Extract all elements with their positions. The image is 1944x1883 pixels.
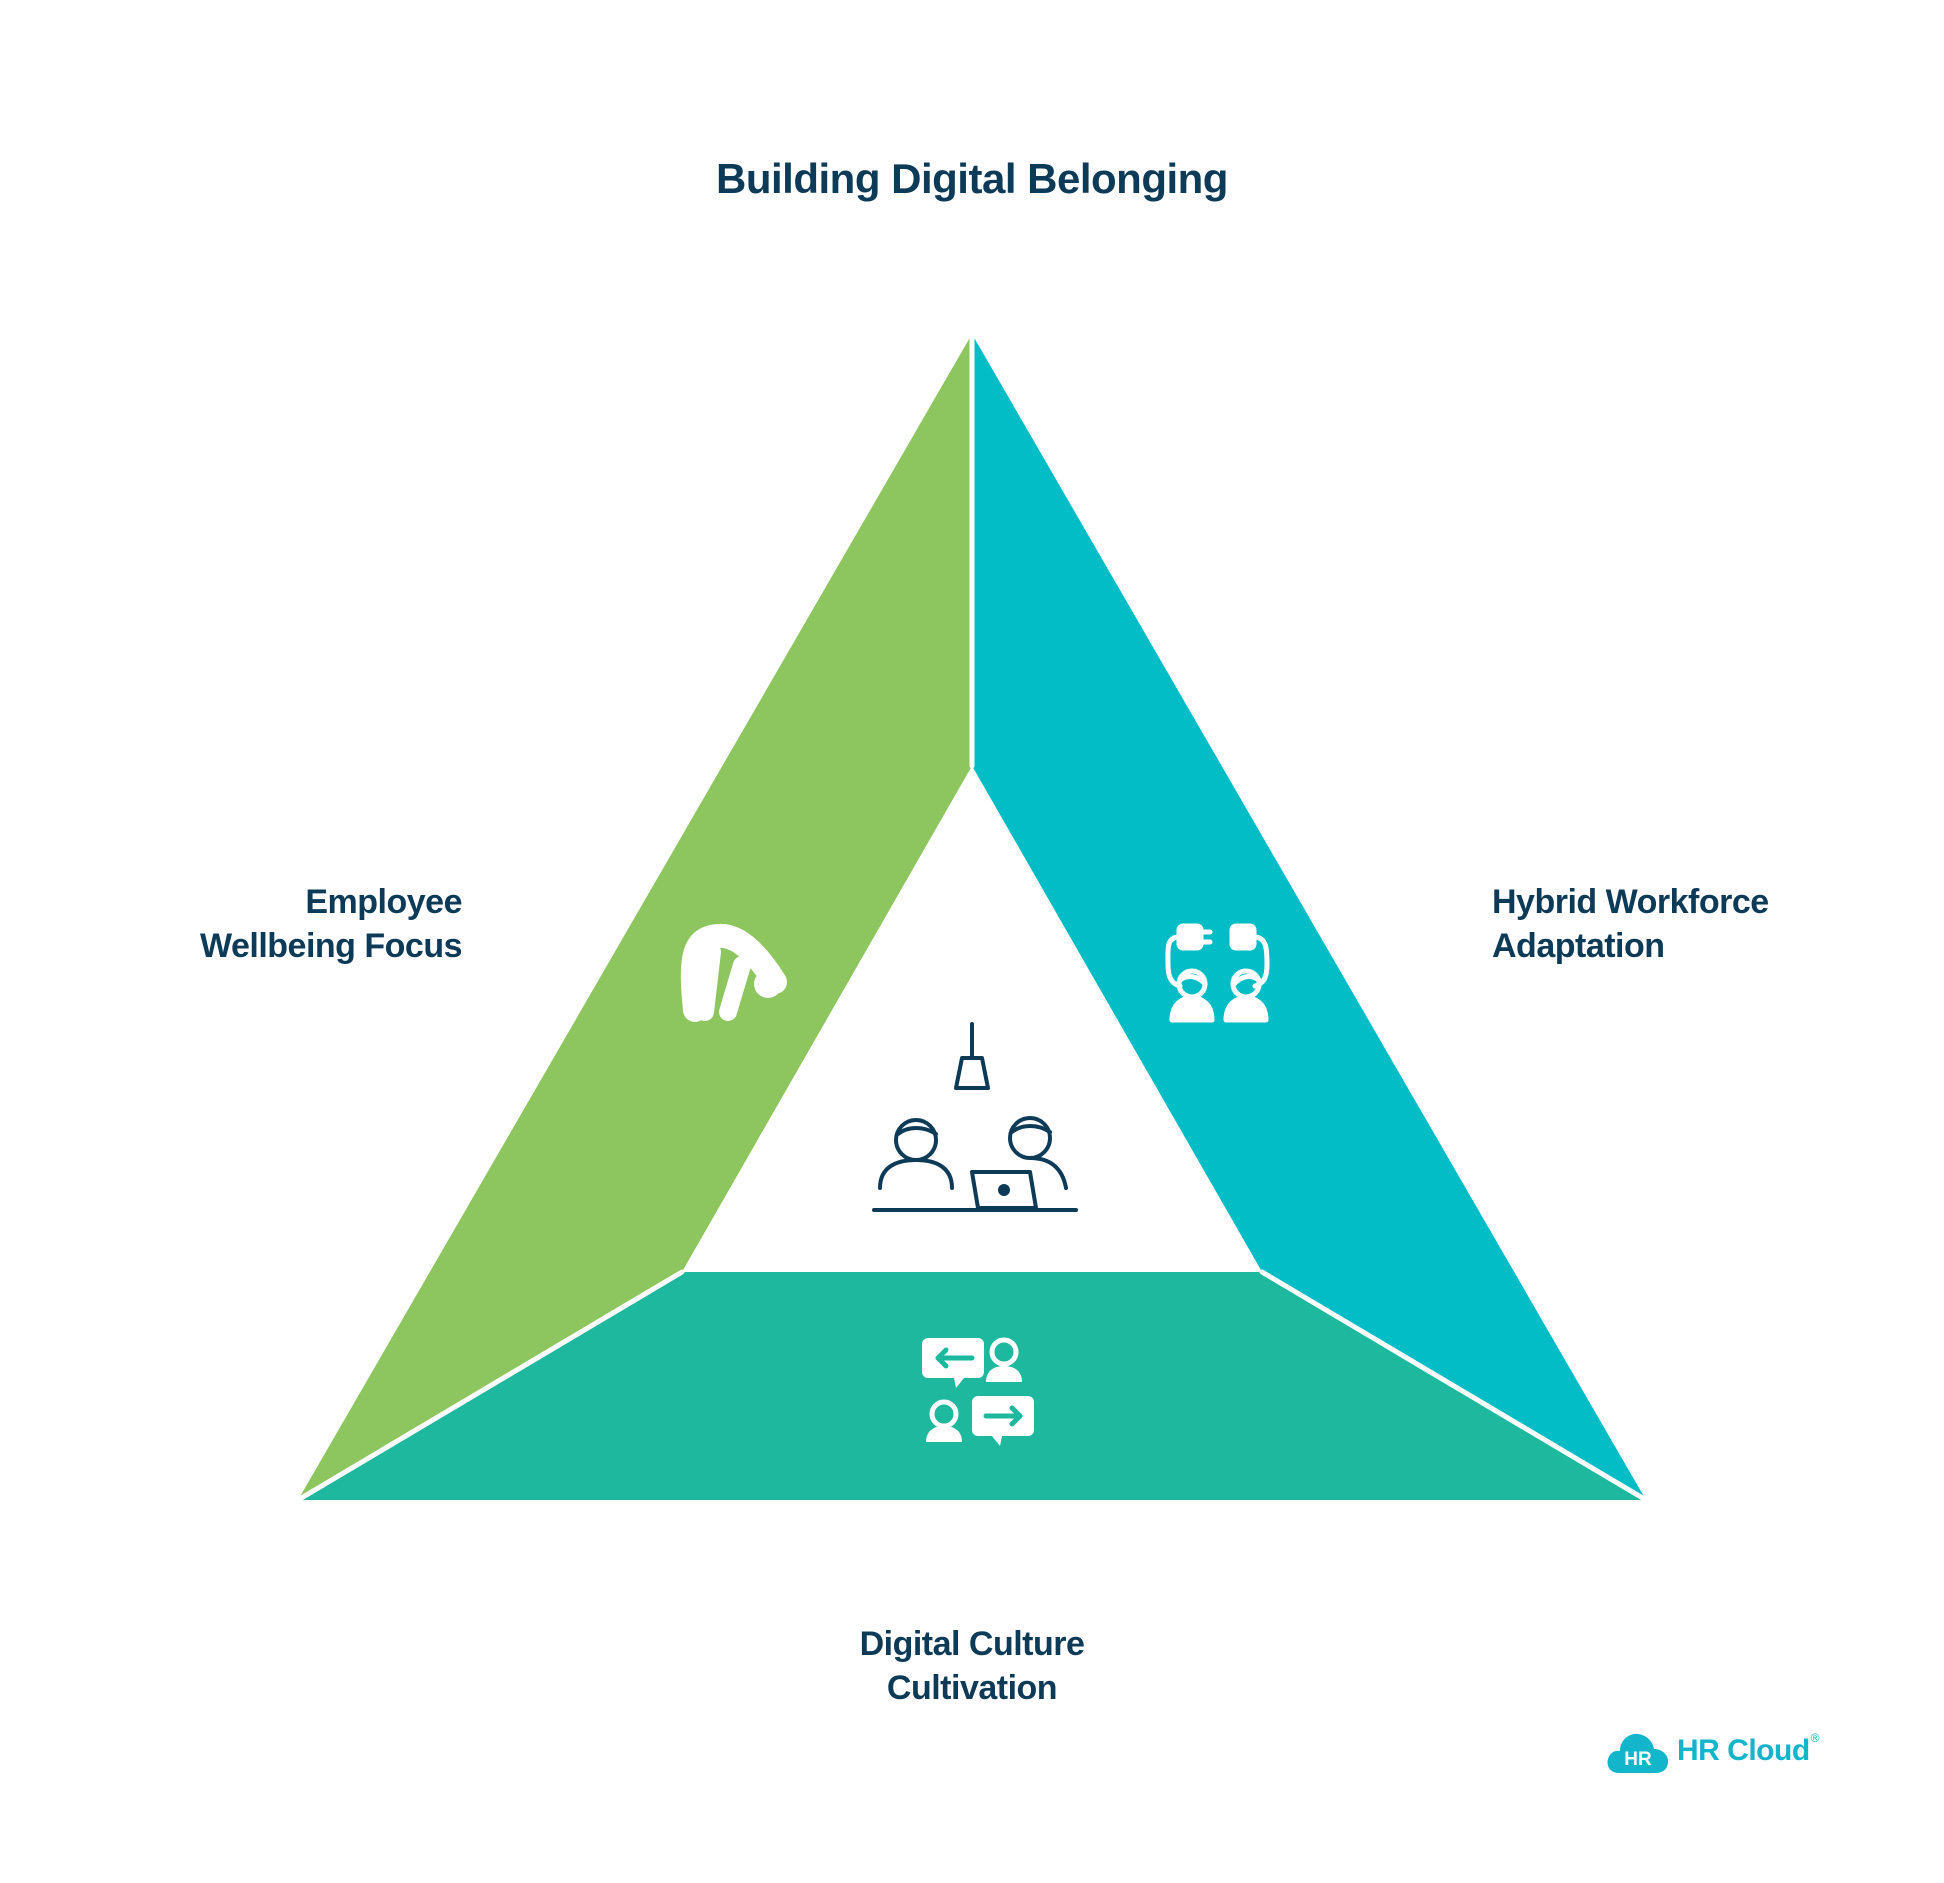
- segment-separators: [295, 331, 1649, 1503]
- label-line: Wellbeing Focus: [199, 927, 463, 965]
- label-line: Cultivation: [886, 1669, 1058, 1707]
- label-line: Digital Culture: [859, 1625, 1085, 1663]
- label-line: Hybrid Workforce: [1492, 883, 1769, 921]
- segment-right: [972, 334, 1646, 1500]
- logo-text: HR Cloud: [1677, 1734, 1810, 1767]
- label-hybrid-workforce: Hybrid Workforce Adaptation: [1492, 880, 1769, 968]
- cloud-icon: HR: [1607, 1733, 1669, 1773]
- person-bending-icon: [680, 923, 787, 1022]
- meeting-desk-icon: [872, 1022, 1078, 1212]
- chat-exchange-icon: [922, 1337, 1034, 1446]
- inner-triangle: [682, 766, 1262, 1272]
- logo-registered-mark: ®: [1810, 1731, 1820, 1745]
- label-digital-culture: Digital Culture Cultivation: [0, 1622, 1944, 1710]
- connected-people-icon: [1165, 923, 1270, 1023]
- label-employee-wellbeing: Employee Wellbeing Focus: [199, 880, 463, 968]
- segment-bottom: [298, 1272, 1646, 1500]
- segment-left: [298, 334, 972, 1500]
- label-line: Adaptation: [1492, 927, 1665, 965]
- label-line: Employee: [305, 883, 462, 921]
- hr-cloud-logo: HR HR Cloud ®: [1605, 1725, 1819, 1777]
- diagram-title: Building Digital Belonging: [716, 155, 1228, 202]
- logo-badge: HR: [1624, 1749, 1652, 1770]
